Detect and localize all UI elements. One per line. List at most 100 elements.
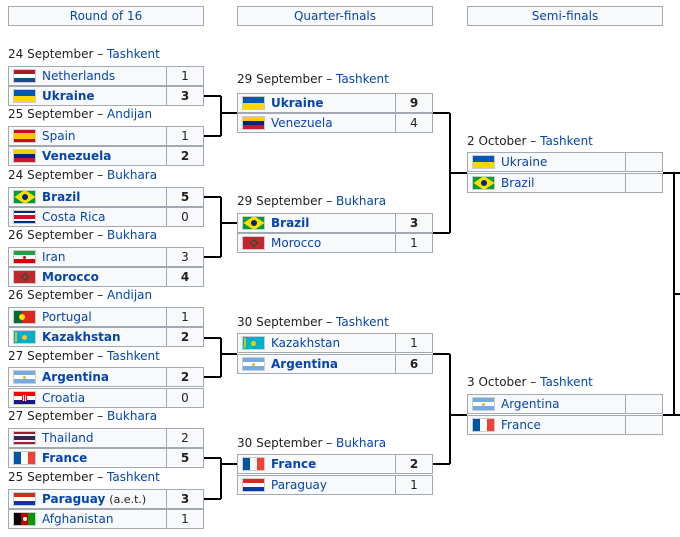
venezuela-flag-icon — [242, 116, 265, 130]
team-name-link[interactable]: Morocco — [42, 270, 99, 284]
venue-link[interactable]: Bukhara — [107, 409, 158, 423]
venue-link[interactable]: Bukhara — [336, 194, 387, 208]
team-name-link[interactable]: France — [501, 418, 541, 432]
team-name-link[interactable]: Paraguay — [271, 478, 328, 492]
header-round-of-16[interactable]: Round of 16 — [8, 6, 204, 26]
venue-link[interactable]: Bukhara — [336, 436, 387, 450]
team-name-link[interactable]: Argentina — [271, 357, 338, 371]
team-name-link[interactable]: Argentina — [42, 370, 109, 384]
venue-link[interactable]: Tashkent — [540, 134, 593, 148]
team-name-link[interactable]: Ukraine — [42, 89, 95, 103]
venue-link[interactable]: Bukhara — [107, 228, 158, 242]
bracket-connector — [221, 112, 237, 114]
bracket-connector — [220, 197, 222, 257]
team-name-link[interactable]: Thailand — [42, 431, 94, 445]
team-name-link[interactable]: Venezuela — [271, 116, 333, 130]
bracket-connector — [220, 96, 222, 136]
team-name-link[interactable]: Ukraine — [501, 155, 548, 169]
team-name-link[interactable]: Spain — [42, 129, 76, 143]
team-row: Kazakhstan 2 — [8, 327, 204, 347]
bracket-connector — [220, 458, 222, 499]
team-name-link[interactable]: Venezuela — [42, 149, 112, 163]
team-score: 2 — [180, 330, 190, 344]
team-score: 2 — [181, 431, 189, 445]
match-date: 29 September – Tashkent — [237, 72, 389, 86]
team-name-link[interactable]: Brazil — [42, 190, 81, 204]
team-name-link[interactable]: Brazil — [271, 216, 310, 230]
venue-link[interactable]: Andijan — [107, 107, 153, 121]
header-quarter-finals[interactable]: Quarter-finals — [237, 6, 433, 26]
team-cell: Kazakhstan — [9, 328, 167, 346]
kazakhstan-flag-icon — [242, 336, 265, 350]
bracket-connector — [674, 293, 680, 295]
team-name-link[interactable]: Kazakhstan — [42, 330, 121, 344]
team-name-link[interactable]: Paraguay — [42, 492, 106, 506]
venue-link[interactable]: Tashkent — [107, 47, 160, 61]
match-date: 3 October – Tashkent — [467, 375, 593, 389]
team-score: 5 — [180, 190, 190, 204]
venue-link[interactable]: Tashkent — [336, 72, 389, 86]
costa-rica-flag-icon — [13, 210, 36, 224]
header-semi-finals[interactable]: Semi-finals — [467, 6, 663, 26]
venue-link[interactable]: Tashkent — [107, 349, 160, 363]
team-name-link[interactable]: Morocco — [271, 236, 322, 250]
bracket-connector — [221, 353, 237, 355]
team-name-link[interactable]: Ukraine — [271, 96, 324, 110]
ukraine-flag-icon — [472, 155, 495, 169]
team-name-link[interactable]: Netherlands — [42, 69, 116, 83]
team-name-link[interactable]: Afghanistan — [42, 512, 114, 526]
venue-link[interactable]: Tashkent — [107, 470, 160, 484]
venue-link[interactable]: Bukhara — [107, 168, 158, 182]
team-score: 4 — [410, 116, 418, 130]
bracket-connector — [433, 353, 450, 355]
morocco-flag-icon — [242, 236, 265, 250]
venue-link[interactable]: Tashkent — [540, 375, 593, 389]
team-cell: Morocco — [9, 268, 167, 286]
croatia-flag-icon — [13, 391, 36, 405]
team-cell: Thailand — [9, 429, 167, 447]
brazil-flag-icon — [242, 216, 265, 230]
team-name-link[interactable]: Costa Rica — [42, 210, 106, 224]
team-cell: France — [9, 449, 167, 467]
kazakhstan-flag-icon — [13, 330, 36, 344]
team-name-link[interactable]: Portugal — [42, 310, 92, 324]
bracket-connector — [204, 196, 221, 198]
team-name-link[interactable]: France — [271, 457, 317, 471]
team-row: Thailand 2 — [8, 428, 204, 448]
team-cell: Portugal — [9, 308, 167, 326]
venue-link[interactable]: Andijan — [107, 288, 153, 302]
match-date: 30 September – Bukhara — [237, 436, 387, 450]
match-date: 29 September – Bukhara — [237, 194, 387, 208]
match-date: 24 September – Bukhara — [8, 168, 158, 182]
team-name-link[interactable]: Argentina — [501, 397, 560, 411]
bracket-connector — [204, 457, 221, 459]
team-score: 1 — [181, 310, 189, 324]
team-name-link[interactable]: Kazakhstan — [271, 336, 341, 350]
venue-link[interactable]: Tashkent — [336, 315, 389, 329]
team-row: Brazil 5 — [8, 187, 204, 207]
team-score: 2 — [180, 149, 190, 163]
bracket-connector — [220, 338, 222, 377]
team-name-link[interactable]: Croatia — [42, 391, 86, 405]
thailand-flag-icon — [13, 431, 36, 445]
team-score: 6 — [409, 357, 419, 371]
paraguay-flag-icon — [13, 492, 36, 506]
team-name-link[interactable]: Brazil — [501, 176, 535, 190]
team-score: 1 — [410, 478, 418, 492]
team-score: 3 — [180, 492, 190, 506]
team-cell: Brazil — [238, 214, 396, 232]
team-cell: France — [468, 416, 626, 434]
bracket-connector — [433, 112, 450, 114]
portugal-flag-icon — [13, 310, 36, 324]
team-cell: Venezuela — [9, 147, 167, 165]
team-name-link[interactable]: Iran — [42, 250, 66, 264]
match-date: 24 September – Tashkent — [8, 47, 160, 61]
team-row: Venezuela 4 — [237, 113, 433, 133]
team-name-link[interactable]: France — [42, 451, 88, 465]
